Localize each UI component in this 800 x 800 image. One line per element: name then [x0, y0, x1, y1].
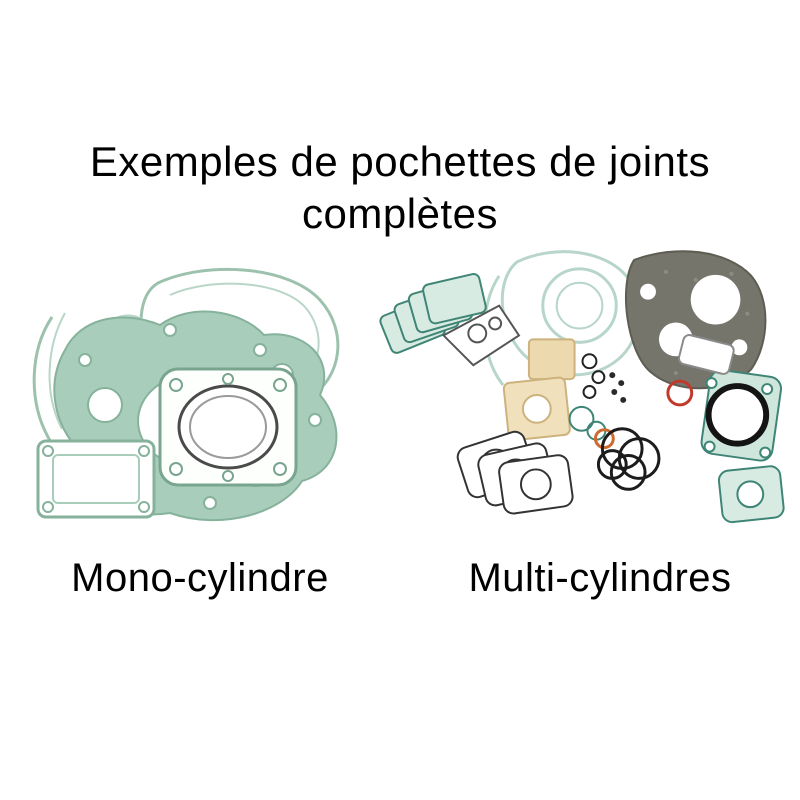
- black-o-ring-cluster: [596, 427, 661, 491]
- multi-cylinder-gasket-kit-illustration: [379, 250, 785, 524]
- outlined-gasket-fan: [456, 430, 574, 515]
- white-finned-gasket: [441, 304, 521, 367]
- mono-cylinder-gasket-kit-illustration: [32, 267, 340, 522]
- red-o-ring: [666, 379, 694, 407]
- small-white-gasket: [677, 334, 735, 375]
- bottom-right-teal-gasket: [717, 465, 785, 524]
- mono-cylinder-label: Mono-cylindre: [71, 556, 329, 600]
- caption-row: Mono-cylindre Multi-cylindres: [0, 556, 800, 601]
- right-teal-head-gasket: [700, 369, 782, 462]
- multi-cylinder-label: Multi-cylindres: [468, 556, 732, 600]
- page-title-line1: Exemples de pochettes de joints: [89, 138, 711, 185]
- head-gasket: [158, 367, 298, 487]
- teal-gasket-fan: [379, 273, 487, 354]
- teal-rings: [568, 405, 607, 441]
- page-title: Exemples de pochettes de joints complète…: [0, 136, 800, 240]
- small-black-rings: [581, 353, 606, 399]
- beige-paper-gaskets: [502, 338, 576, 442]
- rectangular-base-gasket: [36, 439, 156, 519]
- copper-washer: [593, 428, 615, 450]
- page-title-line2: complètes: [302, 190, 498, 237]
- small-seal-dots: [609, 372, 627, 403]
